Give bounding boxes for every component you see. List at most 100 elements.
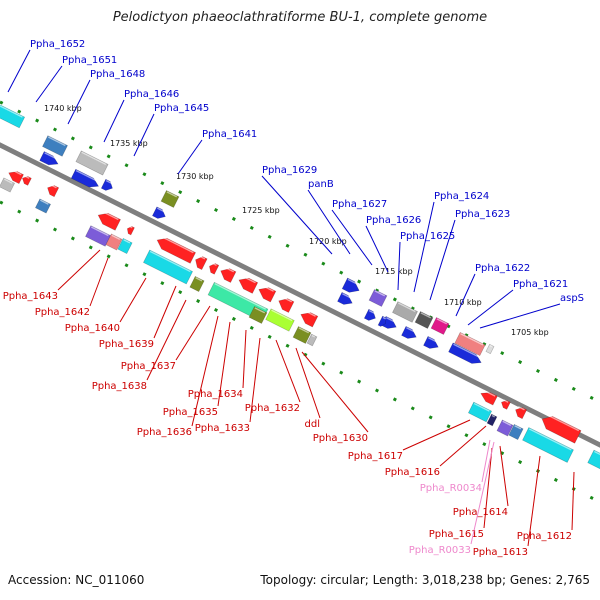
reverse-gene-label-ppha-1634: Ppha_1634 (188, 389, 243, 400)
reverse-gene-label-ppha-1616: Ppha_1616 (385, 467, 440, 478)
forward-gene-label-ppha-1648: Ppha_1648 (90, 69, 145, 80)
forward-gene-label-ppha-1651: Ppha_1651 (62, 55, 117, 66)
tick-label-1725-kbp: 1725 kbp (242, 206, 280, 215)
forward-gene-leader-ppha-1627 (331, 209, 373, 266)
reverse-gene-leader-ppha-1633 (249, 337, 261, 423)
rna-gene-label-ppha-r0034: Ppha_R0034 (420, 483, 482, 494)
forward-gene-label-ppha-1625: Ppha_1625 (400, 231, 455, 242)
forward-gene-block-0 (0, 99, 26, 129)
forward-gene-leader-ppha-1622 (455, 273, 476, 317)
reverse-gene-block-0 (0, 177, 16, 193)
reverse-gene-leader-ppha-1617 (402, 419, 471, 451)
reverse-gene-block-26 (501, 399, 511, 410)
forward-gene-block-7 (151, 206, 166, 219)
reverse-gene-leader-ppha-1634 (242, 329, 247, 389)
reverse-gene-leader-ppha-1630 (301, 351, 369, 433)
tick-label-1710-kbp: 1710 kbp (444, 298, 482, 307)
reverse-gene-block-1 (8, 169, 24, 185)
reverse-gene-leader-ppha-1635 (217, 321, 231, 407)
tick-label-1740-kbp: 1740 kbp (44, 104, 82, 113)
forward-gene-leader-ppha-1651 (35, 65, 63, 103)
reverse-gene-block-21 (265, 308, 295, 332)
forward-gene-label-ppha-1621: Ppha_1621 (513, 279, 568, 290)
reverse-gene-label-ppha-1642: Ppha_1642 (35, 307, 90, 318)
forward-gene-label-ppha-1626: Ppha_1626 (366, 215, 421, 226)
reverse-gene-block-12 (195, 255, 208, 271)
forward-gene-block-21 (377, 315, 386, 327)
forward-gene-block-11 (392, 301, 418, 323)
reverse-gene-leader-ppha-1637 (175, 305, 211, 361)
forward-gene-block-20 (448, 342, 482, 364)
forward-gene-block-18 (401, 325, 417, 339)
reverse-gene-leader-ppha-1636 (191, 315, 219, 427)
reverse-gene-block-33 (522, 427, 574, 463)
reverse-gene-leader-ppha-1643 (57, 249, 101, 291)
forward-gene-block-8 (341, 277, 360, 293)
reverse-gene-label-ppha-1632: Ppha_1632 (245, 403, 300, 414)
forward-gene-block-4 (70, 168, 100, 188)
reverse-gene-label-ppha-1633: Ppha_1633 (195, 423, 250, 434)
forward-gene-block-19 (423, 335, 439, 349)
forward-gene-block-16 (363, 308, 376, 321)
reverse-gene-block-3 (34, 198, 52, 214)
forward-gene-leader-ppha-1645 (133, 113, 155, 157)
forward-gene-block-15 (485, 343, 495, 355)
reverse-gene-block-7 (105, 233, 123, 251)
reverse-gene-label-ppha-1637: Ppha_1637 (121, 361, 176, 372)
reverse-gene-label-ppha-1636: Ppha_1636 (137, 427, 192, 438)
reverse-gene-block-19 (189, 275, 205, 293)
reverse-gene-leader-ppha-1613 (527, 455, 541, 547)
reverse-gene-leader-ppha-1612 (571, 471, 575, 531)
tick-row-outer (0, 100, 600, 404)
forward-gene-leader-ppha-1625 (397, 241, 401, 291)
forward-gene-label-ppha-1652: Ppha_1652 (30, 39, 85, 50)
reverse-gene-block-29 (496, 419, 514, 437)
genome-title: Pelodictyon phaeoclathratiforme BU-1, co… (112, 10, 488, 25)
reverse-gene-block-11 (143, 249, 193, 285)
reverse-gene-block-30 (508, 423, 524, 441)
tick-label-1720-kbp: 1720 kbp (309, 237, 347, 246)
topology-text: Topology: circular; Length: 3,018,238 bp… (260, 573, 590, 587)
reverse-gene-block-15 (238, 275, 259, 294)
reverse-gene-leader-ppha-1639 (153, 285, 177, 339)
reverse-gene-block-28 (486, 413, 498, 427)
forward-gene-leader-ppha-1629 (261, 175, 333, 255)
tick-label-1705-kbp: 1705 kbp (511, 328, 549, 337)
reverse-gene-label-ppha-1638: Ppha_1638 (92, 381, 147, 392)
reverse-gene-leader-ppha-1642 (89, 257, 109, 307)
reverse-gene-block-24 (306, 333, 318, 347)
reverse-gene-block-5 (97, 210, 121, 231)
reverse-gene-block-22 (248, 306, 268, 324)
forward-gene-block-14 (454, 331, 486, 357)
forward-gene-label-panb: panB (308, 179, 334, 190)
tick-label-1730-kbp: 1730 kbp (176, 172, 214, 181)
forward-gene-label-ppha-1627: Ppha_1627 (332, 199, 387, 210)
reverse-gene-label-ppha-1643: Ppha_1643 (3, 291, 58, 302)
rna-gene-label-ppha-r0033: Ppha_R0033 (409, 545, 471, 556)
reverse-gene-label-ppha-1613: Ppha_1613 (473, 547, 528, 558)
reverse-gene-leader-ddl (295, 347, 321, 419)
accession-text: Accession: NC_011060 (8, 573, 145, 587)
forward-gene-label-ppha-1645: Ppha_1645 (154, 103, 209, 114)
genome-backbone (0, 142, 600, 448)
tick-label-1715-kbp: 1715 kbp (375, 267, 413, 276)
forward-gene-block-5 (100, 178, 113, 191)
reverse-gene-block-2 (22, 175, 32, 186)
forward-gene-label-ppha-1623: Ppha_1623 (455, 209, 510, 220)
reverse-gene-block-25 (480, 389, 498, 406)
rna-gene-leader-ppha-r0034 (481, 439, 491, 483)
forward-gene-leader-ppha-1641 (177, 139, 203, 175)
forward-gene-block-2 (75, 150, 109, 176)
forward-gene-leader-ppha-1626 (365, 225, 389, 273)
reverse-gene-leader-ppha-1616 (439, 425, 487, 467)
reverse-gene-block-27 (467, 401, 493, 423)
reverse-gene-block-8 (117, 237, 133, 255)
forward-gene-leader-ppha-1648 (67, 79, 91, 125)
reverse-gene-label-ppha-1630: Ppha_1630 (313, 433, 368, 444)
forward-gene-leader-ppha-1652 (7, 49, 31, 93)
reverse-gene-block-18 (300, 309, 319, 328)
reverse-gene-label-ppha-1615: Ppha_1615 (429, 529, 484, 540)
forward-gene-block-9 (337, 291, 353, 305)
